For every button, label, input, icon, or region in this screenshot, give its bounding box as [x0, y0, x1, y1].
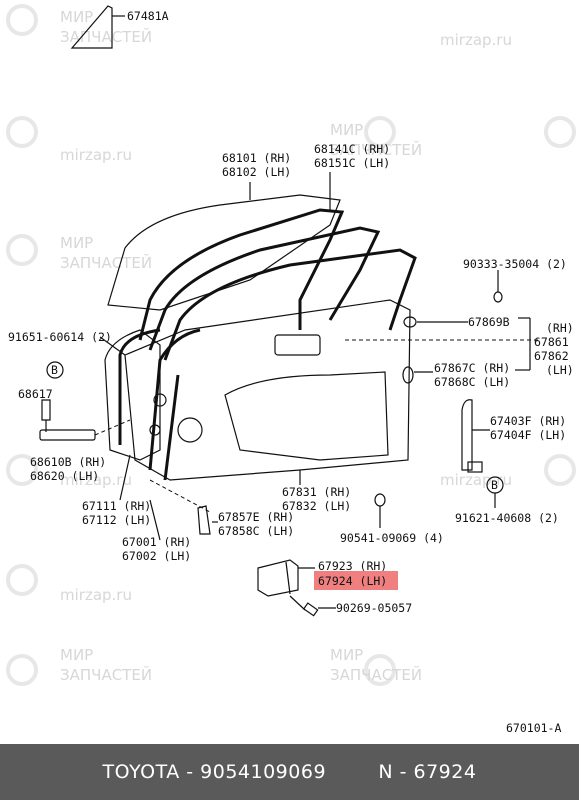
watermark-layer: МИР ЗАПЧАСТЕЙ mirzap.ru mirzap.ru МИР ЗА…	[6, 4, 576, 686]
part-label: 67404F (LH)	[490, 428, 566, 442]
part-label: 90541-09069 (4)	[340, 531, 444, 545]
part-label: 67869B	[468, 315, 510, 329]
watermark-text: ЗАПЧАСТЕЙ	[330, 140, 422, 159]
bolt-90269	[302, 602, 336, 617]
part-label: 67831 (RH)	[282, 485, 351, 499]
watermark-text: МИР	[330, 121, 363, 139]
clip-90333	[493, 270, 503, 303]
footer-text: TOYOTA - 9054109069 N - 67924	[102, 761, 477, 783]
part-label: 90333-35004 (2)	[463, 257, 567, 271]
diagram-code: 670101-A	[506, 721, 561, 735]
hinge-clip	[345, 316, 540, 384]
highlight-box	[314, 571, 398, 590]
watermark-text: ЗАПЧАСТЕЙ	[330, 665, 422, 684]
door-lock-hinge	[257, 559, 315, 611]
belt-moulding	[197, 505, 218, 535]
part-label: 68610B (RH)	[30, 455, 106, 469]
watermark-text: ЗАПЧАСТЕЙ	[60, 27, 152, 46]
sash-channel	[461, 399, 490, 473]
part-label: 67858C (LH)	[218, 524, 294, 538]
part-label: 68620 (LH)	[30, 469, 99, 483]
part-label: 67868C (LH)	[434, 375, 510, 389]
part-label: 67002 (LH)	[122, 549, 191, 563]
part-label: 68101 (RH)	[222, 151, 291, 165]
svg-text:B: B	[51, 363, 58, 377]
door-check	[39, 419, 131, 441]
part-label: 67867C (RH)	[434, 361, 510, 375]
callout-b: B	[486, 476, 504, 508]
part-label: 67111 (RH)	[82, 499, 151, 513]
door-shell	[104, 299, 411, 481]
watermark-logo-icon	[6, 4, 576, 686]
watermark-text: ЗАПЧАСТЕЙ	[60, 665, 152, 684]
watermark-text: ЗАПЧАСТЕЙ	[60, 253, 152, 272]
quarter-glass	[70, 5, 125, 49]
watermark-site: mirzap.ru	[440, 31, 512, 49]
watermark-text: МИР	[330, 646, 363, 664]
hinge-pin-68617	[41, 399, 51, 432]
watermark-text: МИР	[60, 234, 93, 252]
watermark-text: МИР	[60, 8, 93, 26]
part-label: 67001 (RH)	[122, 535, 191, 549]
part-label: 67862	[534, 349, 569, 363]
door-glass	[107, 182, 341, 311]
part-label: 67832 (LH)	[282, 499, 351, 513]
part-label: 68617	[18, 387, 53, 401]
part-label: 67481A	[127, 9, 169, 23]
part-label: (RH)	[546, 321, 574, 335]
watermark-site: mirzap.ru	[60, 586, 132, 604]
part-label: 68102 (LH)	[222, 165, 291, 179]
part-label: 67857E (RH)	[218, 510, 294, 524]
footer-bar: TOYOTA - 9054109069 N - 67924	[0, 744, 579, 800]
part-label: 90269-05057	[336, 601, 412, 615]
parts-diagram: МИР ЗАПЧАСТЕЙ mirzap.ru mirzap.ru МИР ЗА…	[6, 4, 576, 735]
part-label: (LH)	[546, 363, 574, 377]
callout-b: B	[46, 361, 64, 379]
part-label: 91651-60614 (2)	[8, 330, 112, 344]
watermark-site: mirzap.ru	[60, 146, 132, 164]
watermark-site: mirzap.ru	[60, 471, 132, 489]
window-frames	[138, 172, 417, 361]
part-label: 68151C (LH)	[314, 156, 390, 170]
part-label: 68141C (RH)	[314, 142, 390, 156]
part-label-highlighted[interactable]: 67924 (LH)	[318, 574, 387, 588]
clip-90541	[374, 493, 386, 528]
part-label: 67112 (LH)	[82, 513, 151, 527]
svg-text:B: B	[491, 478, 498, 492]
watermark-site: mirzap.ru	[440, 471, 512, 489]
watermark-text: МИР	[60, 646, 93, 664]
part-label: 67923 (RH)	[318, 559, 387, 573]
part-label: 91621-40608 (2)	[455, 511, 559, 525]
door-weatherstrip	[118, 328, 161, 445]
part-label: 67403F (RH)	[490, 414, 566, 428]
part-label: 67861	[534, 335, 569, 349]
